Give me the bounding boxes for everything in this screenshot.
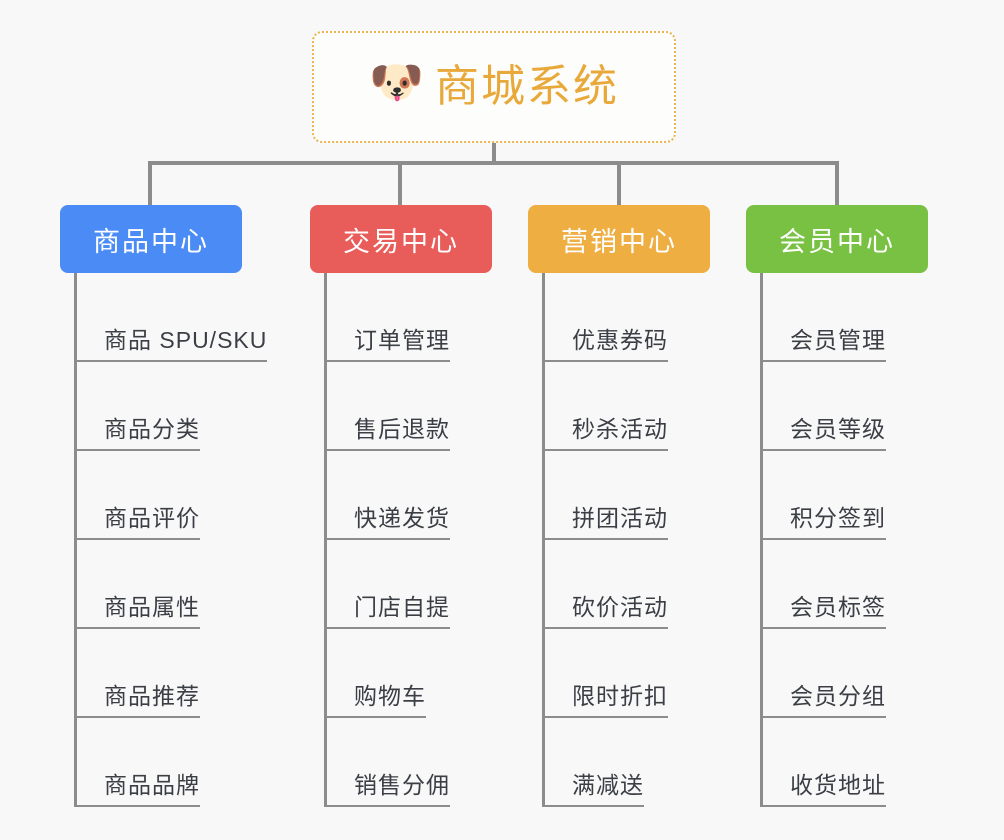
branch-header-label: 商品中心 — [93, 226, 209, 257]
leaf-item[interactable]: 商品 SPU/SKU — [74, 273, 300, 362]
shiba-dog-icon: 🐶 — [369, 58, 424, 107]
leaf-label: 商品评价 — [104, 504, 200, 531]
leaf-list-marketing-center: 优惠券码 秒杀活动 拼团活动 砍价活动 限时折扣 满减送 — [528, 273, 768, 807]
branch-spine — [324, 273, 327, 807]
branch-marketing-center: 营销中心 优惠券码 秒杀活动 拼团活动 砍价活动 限时折扣 满减送 — [528, 205, 768, 807]
leaf-label: 商品品牌 — [104, 771, 200, 798]
leaf-list-trade-center: 订单管理 售后退款 快递发货 门店自提 购物车 销售分佣 — [310, 273, 550, 807]
branch-product-center: 商品中心 商品 SPU/SKU 商品分类 商品评价 商品属性 商品推荐 商品品牌 — [60, 205, 300, 807]
branch-drop-connector-3 — [617, 161, 621, 207]
leaf-label: 拼团活动 — [572, 504, 668, 531]
branch-spine — [542, 273, 545, 807]
leaf-label: 销售分佣 — [354, 771, 450, 798]
branch-header-label: 会员中心 — [779, 226, 895, 257]
branch-header-member-center[interactable]: 会员中心 — [746, 205, 928, 273]
leaf-item[interactable]: 商品推荐 — [74, 629, 300, 718]
branch-header-label: 交易中心 — [343, 226, 459, 257]
branch-spine — [74, 273, 77, 807]
leaf-label: 限时折扣 — [572, 682, 668, 709]
leaf-item[interactable]: 会员标签 — [760, 540, 986, 629]
branch-spine — [760, 273, 763, 807]
leaf-item[interactable]: 收货地址 — [760, 718, 986, 807]
leaf-label: 满减送 — [572, 771, 644, 798]
branch-header-trade-center[interactable]: 交易中心 — [310, 205, 492, 273]
leaf-item[interactable]: 会员管理 — [760, 273, 986, 362]
leaf-item[interactable]: 会员等级 — [760, 362, 986, 451]
leaf-item[interactable]: 积分签到 — [760, 451, 986, 540]
leaf-item[interactable]: 销售分佣 — [324, 718, 550, 807]
branch-header-label: 营销中心 — [561, 226, 677, 257]
root-trunk-connector — [492, 143, 496, 165]
branch-drop-connector-1 — [148, 161, 152, 207]
leaf-label: 砍价活动 — [572, 593, 668, 620]
leaf-item[interactable]: 订单管理 — [324, 273, 550, 362]
leaf-item[interactable]: 商品分类 — [74, 362, 300, 451]
root-title: 商城系统 — [435, 62, 619, 111]
root-node[interactable]: 🐶 商城系统 — [312, 31, 676, 143]
leaf-label: 优惠券码 — [572, 326, 668, 353]
leaf-label: 商品分类 — [104, 415, 200, 442]
leaf-label: 快递发货 — [354, 504, 450, 531]
leaf-list-product-center: 商品 SPU/SKU 商品分类 商品评价 商品属性 商品推荐 商品品牌 — [60, 273, 300, 807]
leaf-label: 商品属性 — [104, 593, 200, 620]
leaf-item[interactable]: 购物车 — [324, 629, 550, 718]
branch-trade-center: 交易中心 订单管理 售后退款 快递发货 门店自提 购物车 销售分佣 — [310, 205, 550, 807]
leaf-label: 订单管理 — [354, 326, 450, 353]
leaf-label: 售后退款 — [354, 415, 450, 442]
leaf-label: 会员分组 — [790, 682, 886, 709]
leaf-label: 积分签到 — [790, 504, 886, 531]
leaf-item[interactable]: 商品品牌 — [74, 718, 300, 807]
leaf-item[interactable]: 门店自提 — [324, 540, 550, 629]
leaf-item[interactable]: 限时折扣 — [542, 629, 768, 718]
branch-drop-connector-2 — [398, 161, 402, 207]
branch-drop-connector-4 — [835, 161, 839, 207]
leaf-label: 会员标签 — [790, 593, 886, 620]
leaf-label: 商品 SPU/SKU — [104, 326, 268, 353]
leaf-item[interactable]: 拼团活动 — [542, 451, 768, 540]
leaf-item[interactable]: 快递发货 — [324, 451, 550, 540]
leaf-item[interactable]: 秒杀活动 — [542, 362, 768, 451]
leaf-item[interactable]: 商品属性 — [74, 540, 300, 629]
branch-member-center: 会员中心 会员管理 会员等级 积分签到 会员标签 会员分组 收货地址 — [746, 205, 986, 807]
leaf-item[interactable]: 商品评价 — [74, 451, 300, 540]
leaf-item[interactable]: 砍价活动 — [542, 540, 768, 629]
leaf-list-member-center: 会员管理 会员等级 积分签到 会员标签 会员分组 收货地址 — [746, 273, 986, 807]
leaf-item[interactable]: 会员分组 — [760, 629, 986, 718]
leaf-label: 秒杀活动 — [572, 415, 668, 442]
branch-header-marketing-center[interactable]: 营销中心 — [528, 205, 710, 273]
leaf-label: 收货地址 — [790, 771, 886, 798]
leaf-label: 门店自提 — [354, 593, 450, 620]
leaf-label: 购物车 — [354, 682, 426, 709]
leaf-label: 会员管理 — [790, 326, 886, 353]
leaf-item[interactable]: 满减送 — [542, 718, 768, 807]
leaf-label: 会员等级 — [790, 415, 886, 442]
branch-bus-connector — [150, 161, 838, 165]
leaf-label: 商品推荐 — [104, 682, 200, 709]
leaf-item[interactable]: 售后退款 — [324, 362, 550, 451]
branch-header-product-center[interactable]: 商品中心 — [60, 205, 242, 273]
leaf-item[interactable]: 优惠券码 — [542, 273, 768, 362]
